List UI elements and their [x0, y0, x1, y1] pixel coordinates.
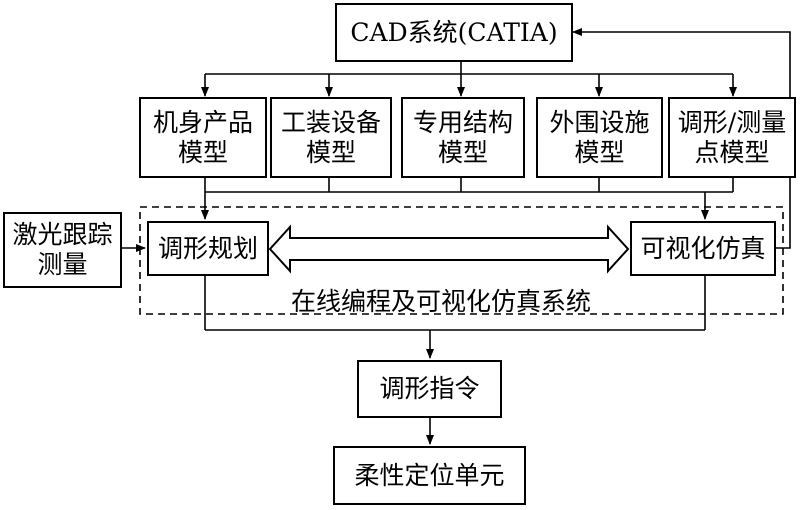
laser-measurement-box: 激光跟踪测量 — [3, 212, 122, 288]
simulation-label: 可视化仿真 — [640, 233, 766, 263]
cad-system-box: CAD系统(CATIA) — [335, 3, 573, 62]
model-box-4: 外围设施模型 — [536, 97, 663, 178]
model-3-line2: 模型 — [437, 137, 488, 167]
simulation-box: 可视化仿真 — [630, 221, 776, 276]
model-5-line2: 点模型 — [694, 137, 770, 167]
instruction-box: 调形指令 — [357, 360, 502, 418]
flexible-positioning-unit-box: 柔性定位单元 — [333, 446, 526, 505]
model-5-line1: 调形/测量 — [677, 107, 787, 137]
model-3-line1: 专用结构 — [412, 107, 513, 137]
model-2-line1: 工装设备 — [280, 107, 381, 137]
unit-label: 柔性定位单元 — [354, 460, 505, 490]
bidirectional-arrow — [268, 224, 630, 274]
model-4-line2: 模型 — [574, 137, 625, 167]
system-boundary — [139, 206, 784, 315]
model-1-line1: 机身产品 — [152, 107, 253, 137]
model-box-2: 工装设备模型 — [270, 97, 392, 178]
system-label: 在线编程及可视化仿真系统 — [291, 287, 592, 316]
model-2-line2: 模型 — [305, 137, 356, 167]
cad-system-label: CAD系统(CATIA) — [350, 17, 558, 47]
instruction-label: 调形指令 — [379, 374, 480, 403]
model-1-line2: 模型 — [177, 137, 228, 167]
laser-line2: 测量 — [37, 250, 88, 279]
model-box-3: 专用结构模型 — [401, 97, 525, 178]
laser-line1: 激光跟踪 — [12, 220, 113, 249]
planning-box: 调形规划 — [147, 221, 269, 276]
model-box-1: 机身产品模型 — [139, 97, 267, 178]
model-4-line1: 外围设施 — [549, 107, 650, 137]
planning-label: 调形规划 — [157, 233, 258, 263]
model-box-5: 调形/测量点模型 — [668, 97, 796, 178]
